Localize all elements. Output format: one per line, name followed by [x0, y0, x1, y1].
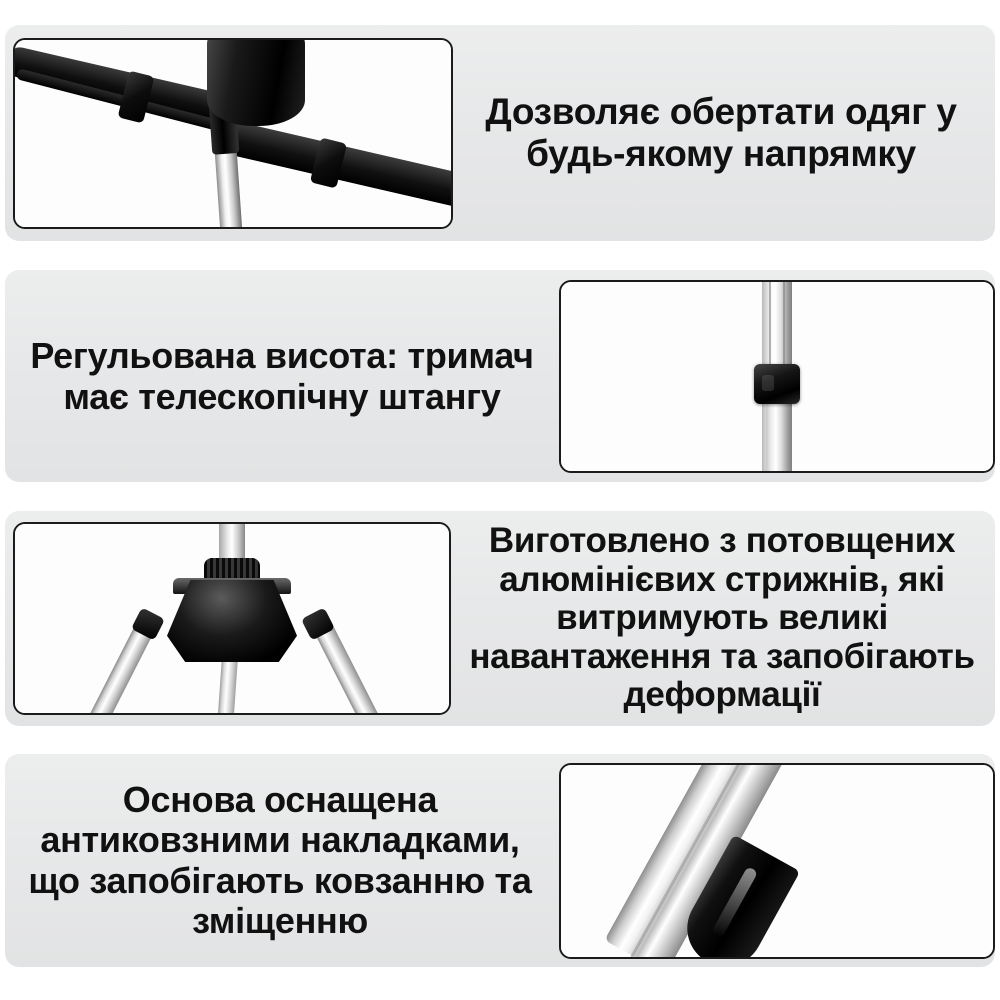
panel-anti-slip-base-caption: Основа оснащена антиковзними накладками,… — [28, 778, 532, 941]
tripod-base-hub-photo — [15, 524, 449, 713]
telescopic-pole-lock-photo — [561, 281, 993, 471]
panel-aluminium-rods-image-card — [13, 522, 451, 715]
panel-aluminium-rods-caption: Виготовлено з потовщених алюмінієвих стр… — [469, 521, 975, 715]
panel-adjustable-height-image-card — [559, 279, 995, 473]
hanger-swivel-hub-icon — [207, 39, 305, 126]
hanger-illustration — [15, 39, 451, 227]
panel-adjustable-height-caption: Регульована висота: тримач має телескопі… — [30, 334, 534, 417]
panel-rotation: Дозволяє обертати одяг у будь-якому напр… — [5, 25, 995, 241]
panel-rotation-caption: Дозволяє обертати одяг у будь-якому напр… — [485, 90, 957, 174]
telescopic-lock-collar-icon — [754, 363, 800, 404]
panel-rotation-image-card — [13, 37, 453, 229]
tripod-hub-icon — [167, 580, 297, 662]
panel-aluminium-rods: Виготовлено з потовщених алюмінієвих стр… — [5, 511, 995, 726]
panel-adjustable-height: Регульована висота: тримач має телескопі… — [5, 270, 995, 482]
panel-anti-slip-base-image-card — [559, 762, 995, 959]
hanger-head-swivel-photo — [15, 39, 451, 227]
rubber-foot-cap-photo — [561, 764, 993, 957]
panel-anti-slip-base: Основа оснащена антиковзними накладками,… — [5, 754, 995, 967]
